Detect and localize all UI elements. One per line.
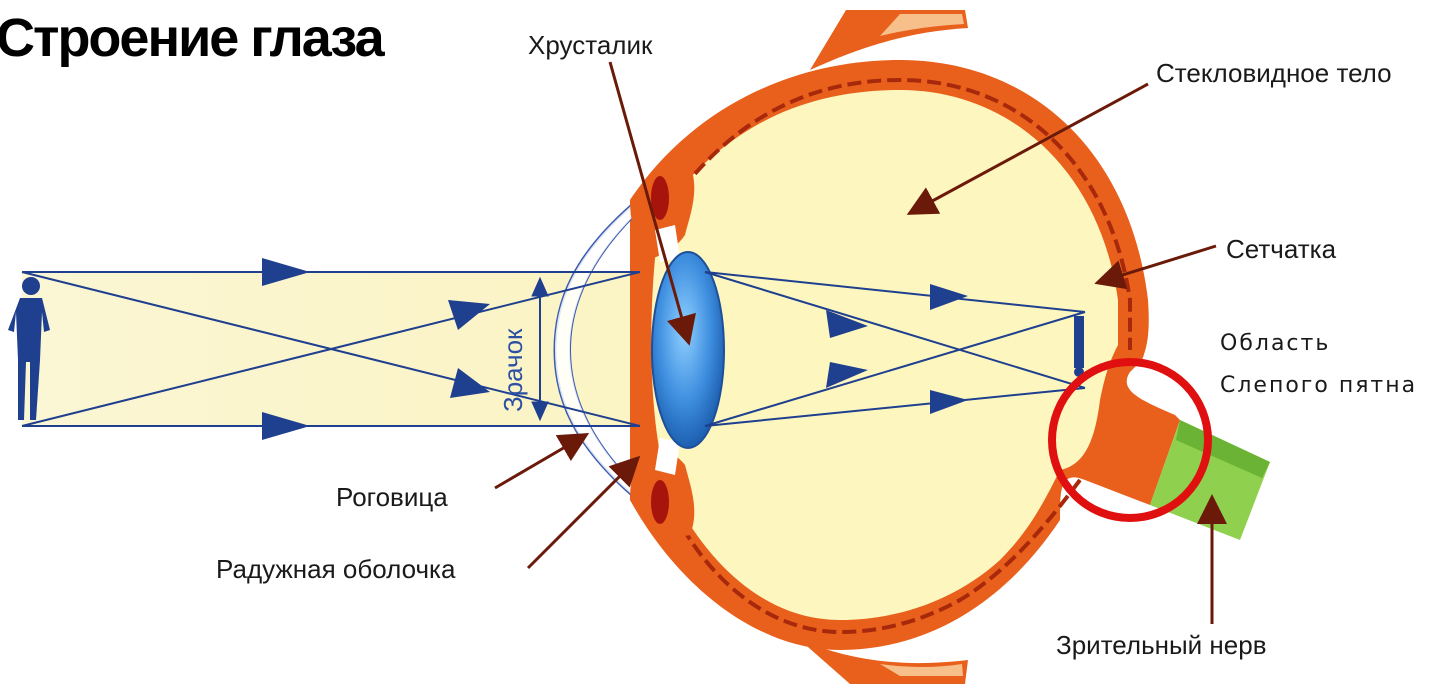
- retina-image: [1074, 316, 1084, 377]
- diagram-title: Строение глаза: [0, 8, 386, 68]
- label-iris: Радужная оболочка: [216, 554, 456, 584]
- pupil-label: Зрачок: [498, 328, 528, 412]
- label-vitreous-body: Стекловидное тело: [1156, 58, 1392, 88]
- label-optic-nerve: Зрительный нерв: [1056, 630, 1267, 660]
- label-blind-spot-line2: Слепого пятна: [1220, 373, 1417, 398]
- label-lens: Хрусталик: [528, 30, 653, 60]
- label-retina: Сетчатка: [1226, 234, 1337, 264]
- label-blind-spot-line1: Область: [1220, 331, 1330, 356]
- label-cornea: Роговица: [336, 482, 448, 512]
- ciliary-muscle-lower: [651, 480, 669, 524]
- lens: [652, 252, 724, 448]
